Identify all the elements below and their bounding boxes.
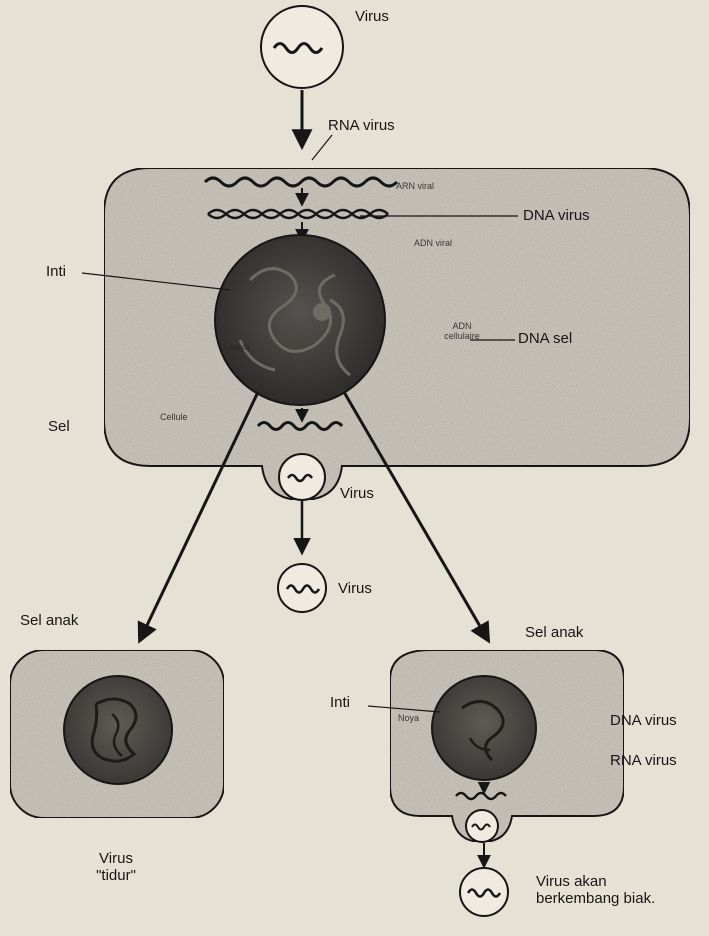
label-virus-berkembang-line2: berkembang biak. [536, 890, 655, 907]
label-virus-tidur-line1: Virus [66, 850, 166, 867]
label-virus-tidur-line2: "tidur" [66, 867, 166, 884]
label-inti-top: Inti [46, 263, 66, 280]
label-rna-virus-bottom: RNA virus [610, 752, 677, 769]
label-sel: Sel [48, 418, 70, 435]
label-adn-viral: ADN viral [414, 238, 452, 248]
leader-rna-virus-top [312, 135, 332, 160]
label-adn-cellulaire: ADN cellulaire [432, 321, 492, 341]
label-adn-cellulaire-line1: ADN [432, 321, 492, 331]
label-virus-released: Virus [338, 580, 372, 597]
released-virus [278, 564, 326, 612]
label-virus-berkembang: Virus akan berkembang biak. [536, 873, 655, 908]
label-noyau-bottom: Noya [398, 713, 419, 723]
nucleus-main [215, 235, 385, 405]
label-dna-virus-top: DNA virus [523, 207, 590, 224]
label-arn-viral: ARN viral [396, 181, 434, 191]
label-virus-berkembang-line1: Virus akan [536, 873, 655, 890]
host-cell [104, 168, 690, 500]
label-dna-sel: DNA sel [518, 330, 572, 347]
label-virus-top: Virus [355, 8, 389, 25]
label-virus-tidur: Virus "tidur" [66, 850, 166, 885]
label-rna-virus-top: RNA virus [328, 117, 395, 134]
label-sel-anak-left: Sel anak [20, 612, 78, 629]
budding-virus [279, 454, 325, 500]
daughter-cell-left [10, 650, 224, 818]
final-virus [460, 868, 508, 916]
label-noyau-top: noya [230, 342, 250, 352]
virus-particle-top [261, 6, 343, 88]
label-sel-anak-right: Sel anak [525, 624, 583, 641]
label-dna-virus-bottom: DNA virus [610, 712, 677, 729]
label-virus-bud: Virus [340, 485, 374, 502]
label-inti-bottom: Inti [330, 694, 350, 711]
label-cellule: Cellule [160, 412, 188, 422]
label-adn-cellulaire-line2: cellulaire [432, 331, 492, 341]
daughter-cell-right [390, 650, 624, 842]
